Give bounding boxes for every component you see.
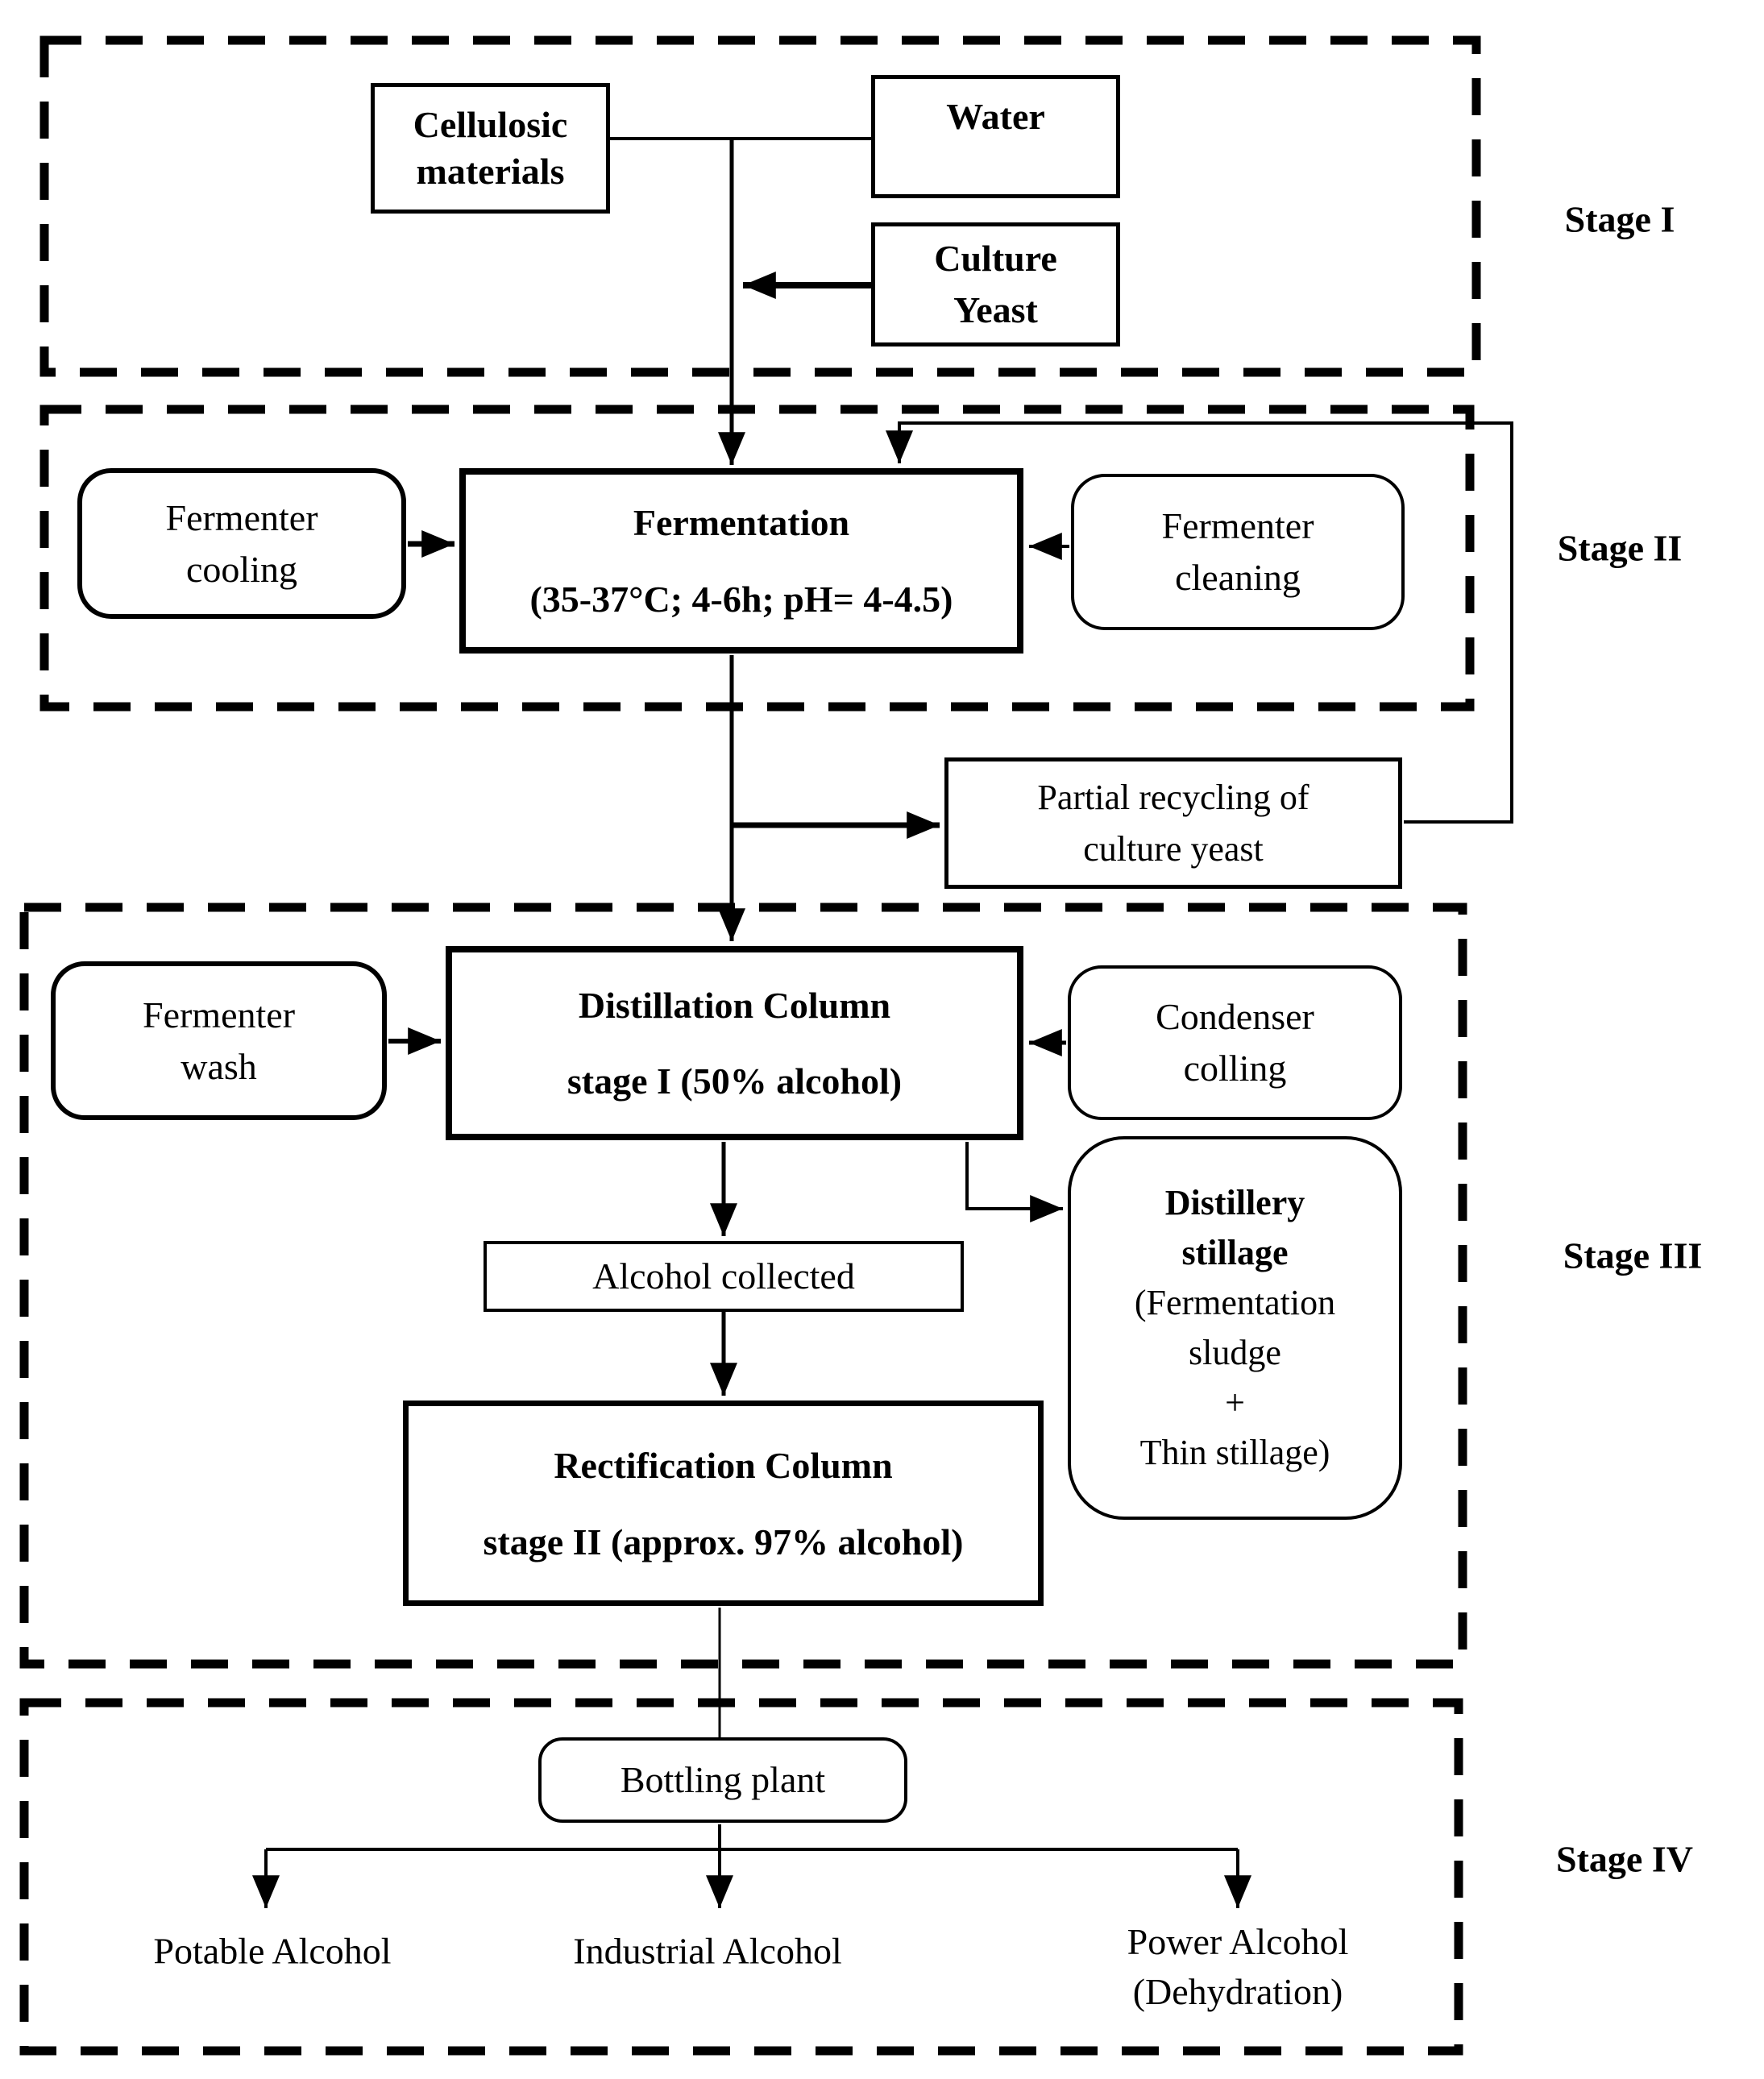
node-label: culture yeast (1083, 828, 1264, 869)
stage4-label: Stage IV (1556, 1838, 1693, 1880)
node-culture-yeast: Culture Yeast (871, 222, 1120, 346)
node-label: stage II (approx. 97% alcohol) (483, 1521, 964, 1562)
node-label: sludge (1189, 1333, 1281, 1372)
node-label: cooling (186, 548, 297, 590)
node-water: Water (871, 75, 1120, 198)
node-label: Distillery (1164, 1183, 1305, 1222)
node-label: Rectification Column (554, 1444, 893, 1486)
path-yeast-recycle (886, 421, 1513, 824)
stage1-label: Stage I (1564, 198, 1675, 240)
node-label: (Fermentation (1134, 1283, 1336, 1322)
node-label: Distillation Column (578, 984, 891, 1026)
node-label: colling (1183, 1048, 1287, 1089)
node-label: materials (416, 151, 565, 192)
output-potable-alcohol: Potable Alcohol (153, 1930, 392, 1972)
stage3-border (19, 903, 1467, 1669)
node-fermentation: Fermentation (35-37°C; 4-6h; pH= 4-4.5) (459, 468, 1023, 654)
node-label: Culture (934, 238, 1057, 279)
stage4-border (19, 1698, 1463, 2056)
node-cellulosic-materials: Cellulosic materials (371, 83, 610, 214)
node-label: Fermenter (165, 496, 318, 538)
node-label: Alcohol collected (592, 1255, 855, 1297)
stage1-border (39, 35, 1481, 377)
node-fermenter-cooling: Fermenter cooling (77, 468, 406, 619)
node-label: (35-37°C; 4-6h; pH= 4-4.5) (529, 579, 953, 620)
output-power-alcohol: Power Alcohol (Dehydration) (1127, 1917, 1349, 2017)
node-label: Thin stillage) (1139, 1433, 1330, 1472)
node-label: Fermentation (633, 502, 850, 543)
node-partial-recycling: Partial recycling of culture yeast (944, 757, 1402, 889)
node-label: Condenser (1156, 996, 1314, 1037)
path-to-distillery-stillage (965, 1142, 1063, 1222)
node-label: wash (181, 1045, 257, 1087)
node-fermenter-wash: Fermenter wash (51, 961, 387, 1120)
node-label: (Dehydration) (1132, 1971, 1343, 2012)
node-distillation-column: Distillation Column stage I (50% alcohol… (446, 946, 1023, 1140)
node-label: Fermenter (142, 994, 296, 1035)
node-label: cleaning (1175, 557, 1301, 598)
node-label: Cellulosic (413, 104, 568, 145)
node-label: stillage (1181, 1233, 1289, 1272)
node-label: Partial recycling of (1037, 777, 1310, 817)
node-condenser-cooling: Condenser colling (1068, 965, 1402, 1120)
node-rectification-column: Rectification Column stage II (approx. 9… (403, 1401, 1044, 1606)
node-alcohol-collected: Alcohol collected (484, 1241, 964, 1312)
node-fermenter-cleaning: Fermenter cleaning (1071, 474, 1405, 630)
stage3-label: Stage III (1563, 1235, 1703, 1276)
stage2-label: Stage II (1557, 527, 1683, 569)
node-label: Bottling plant (620, 1759, 826, 1801)
output-industrial-alcohol: Industrial Alcohol (573, 1930, 842, 1972)
node-label: Power Alcohol (1127, 1921, 1349, 1962)
node-label: Fermenter (1161, 505, 1314, 546)
node-label: Water (946, 96, 1045, 137)
node-bottling-plant: Bottling plant (538, 1737, 907, 1823)
node-label: stage I (50% alcohol) (567, 1060, 903, 1102)
node-label: Yeast (953, 289, 1038, 330)
node-distillery-stillage: Distillery stillage (Fermentation sludge… (1068, 1136, 1402, 1520)
node-label: + (1225, 1383, 1245, 1422)
